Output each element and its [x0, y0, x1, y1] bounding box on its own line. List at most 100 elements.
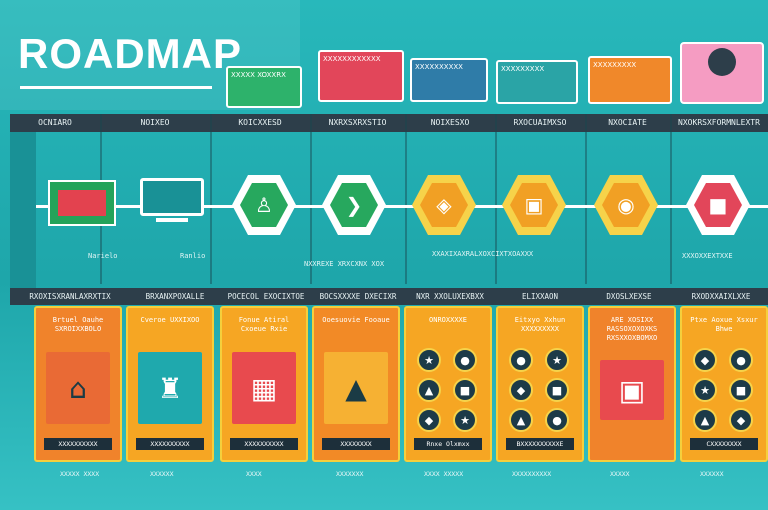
- node-6: ▣: [502, 175, 566, 235]
- page-title: ROADMAP: [18, 30, 242, 77]
- card-1-text: Brtuel Oauhe SXROIXXBOLO: [52, 316, 104, 333]
- header-2: NOIXEO: [140, 118, 170, 127]
- circle-icon: ●: [729, 348, 753, 372]
- callout-4: XXXXXXXXX: [496, 60, 578, 104]
- circle-icon: ●: [545, 408, 569, 432]
- circle-icon: ▲: [509, 408, 533, 432]
- header-3: KOICXXESD: [238, 118, 282, 127]
- circle-icon: ◆: [729, 408, 753, 432]
- card-6-foot: BXXXXXXXXXXE: [506, 438, 574, 450]
- divider: [210, 114, 212, 284]
- map-icon: ▦: [232, 352, 296, 424]
- divider: [495, 114, 497, 284]
- divider: [670, 114, 672, 284]
- stem-label-5: XXXOXXEXTXXE: [682, 252, 733, 260]
- card-2-text: Cveroe UXXIXOO: [140, 316, 200, 324]
- callout-3: XXXXXXXXXX: [410, 58, 488, 102]
- shop-icon: ▣: [600, 360, 664, 420]
- callout-3-text: XXXXXXXXXX: [415, 63, 463, 71]
- callout-4-text: XXXXXXXXX: [501, 65, 545, 73]
- card-8-text: Ptxe Aoxue Xsxur Bhwe: [690, 316, 758, 333]
- card-3: Fonue Atiral Cxoeue Rxie ▦ XXXXXXXXXX: [220, 306, 308, 462]
- node-7: ◉: [594, 175, 658, 235]
- node-8: ■: [686, 175, 750, 235]
- bottom-label-6: XXXXXXXXXX: [512, 470, 552, 478]
- bottom-label-4: XXXXXXX: [336, 470, 364, 478]
- subheader-strip: [10, 288, 768, 305]
- card-6: Eitxyo Xxhun XXXXXXXXX ● ★ ◆ ■ ▲ ● BXXXX…: [496, 306, 584, 462]
- card-5-foot: Rnxe Olxmxx: [414, 438, 482, 450]
- card-3-foot: XXXXXXXXXX: [230, 438, 298, 450]
- divider: [310, 114, 312, 284]
- subheader-5: NXR XXOLUXEXBXX: [416, 292, 484, 301]
- icon-grid: ◆ ● ★ ■ ▲ ◆: [692, 348, 756, 432]
- subheader-2: BRXANXPOXALLE: [145, 292, 205, 301]
- subheader-4: BOCSXXXXE DXECIXR: [319, 292, 397, 301]
- bottom-label-7: XXXXX: [610, 470, 630, 478]
- card-6-text: Eitxyo Xxhun XXXXXXXXX: [514, 316, 566, 333]
- callout-5-text: XXXXXXXXX: [593, 61, 637, 69]
- circle-icon: ★: [693, 378, 717, 402]
- badge-emblem-icon: [708, 48, 736, 76]
- node-3: ♙: [232, 175, 296, 235]
- card-5: ONROXXXXE ★ ● ▲ ■ ◆ ★ Rnxe Olxmxx: [404, 306, 492, 462]
- bottom-label-1: XXXXX XXXX: [60, 470, 100, 478]
- circle-icon: ■: [729, 378, 753, 402]
- stem-label-2: Ranlio: [180, 252, 206, 260]
- stem-label-1: Narielo: [88, 252, 118, 260]
- castle-icon: ♜: [138, 352, 202, 424]
- circle-icon: ■: [545, 378, 569, 402]
- circle-icon: ★: [545, 348, 569, 372]
- circle-icon: ★: [417, 348, 441, 372]
- circle-icon: ■: [453, 378, 477, 402]
- bottom-label-3: XXXX: [246, 470, 262, 478]
- header-1: OCNIARO: [38, 118, 72, 127]
- card-1: Brtuel Oauhe SXROIXXBOLO ⌂ XXXXXXXXXX: [34, 306, 122, 462]
- timeline-line: [36, 205, 768, 208]
- card-4-foot: XXXXXXXX: [322, 438, 390, 450]
- left-panel: [10, 132, 36, 288]
- flag-icon: [58, 190, 106, 216]
- node-4: ❯: [322, 175, 386, 235]
- icon-grid: ● ★ ◆ ■ ▲ ●: [508, 348, 572, 432]
- card-2-foot: XXXXXXXXXX: [136, 438, 204, 450]
- card-7: ARE XOSIXX RASSOXOXOXKS RXSXXOXBOMXO ▣: [588, 306, 676, 462]
- card-8-foot: CXXXXXXXX: [690, 438, 758, 450]
- stem-label-3: NXXREXE XRXCXNX XOX: [304, 260, 385, 268]
- stem-label-4: XXAXIXAXRALXOXCIXTXOAXXX: [432, 250, 534, 258]
- arrow-icon: ❯: [330, 183, 378, 227]
- truck-icon: ▣: [510, 183, 558, 227]
- gamepad-icon: ◈: [420, 183, 468, 227]
- pink-badge: [680, 42, 764, 104]
- divider: [405, 114, 407, 284]
- circle-icon: ▲: [417, 378, 441, 402]
- card-7-text: ARE XOSIXX RASSOXOXOXKS RXSXXOXBOMXO: [606, 316, 658, 342]
- header-6: RXOCUAIMXSO: [513, 118, 567, 127]
- header-5: NOIXESXO: [430, 118, 470, 127]
- card-4-text: Ooesuovie Fooaue: [322, 316, 390, 324]
- shield-icon: ■: [694, 183, 742, 227]
- card-1-foot: XXXXXXXXXX: [44, 438, 112, 450]
- circle-icon: ◆: [693, 348, 717, 372]
- monitor-stand: [156, 218, 188, 222]
- header-4: NXRXSXRXSTIO: [328, 118, 387, 127]
- card-3-text: Fonue Atiral Cxoeue Rxie: [238, 316, 290, 333]
- card-5-text: ONROXXXXE: [429, 316, 467, 324]
- header-strip: [10, 114, 768, 132]
- callout-1: XXXXX XOXXRX: [226, 66, 302, 108]
- map-drawing-icon: ▲: [324, 352, 388, 424]
- bottom-label-5: XXXX XXXXX: [424, 470, 464, 478]
- divider: [585, 114, 587, 284]
- circle-icon: ●: [453, 348, 477, 372]
- header-8: NXOKRSXFORMNLEXTR: [678, 118, 760, 127]
- callout-2-text: XXXXXXXXXXXX: [323, 55, 381, 63]
- subheader-7: DXOSLXEXSE XIXIRKEXE: [606, 292, 652, 318]
- callout-2: XXXXXXXXXXXX: [318, 50, 404, 102]
- node-5: ◈: [412, 175, 476, 235]
- card-4: Ooesuovie Fooaue ▲ XXXXXXXX: [312, 306, 400, 462]
- subheader-6: ELIXXAON: [521, 292, 559, 301]
- circle-icon: ●: [509, 348, 533, 372]
- bottom-label-2: XXXXXX: [150, 470, 174, 478]
- subheader-3: POCECOL EXOCIXTOE: [227, 292, 305, 301]
